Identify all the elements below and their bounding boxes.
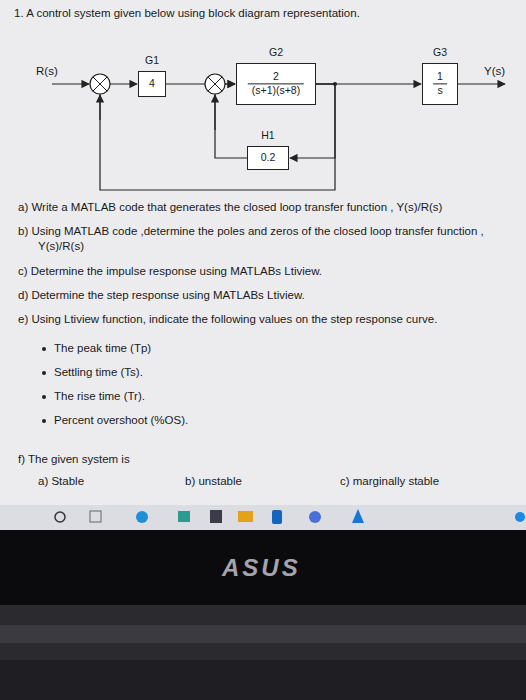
brand-logo: ASUS	[222, 552, 301, 583]
summing-junction	[90, 74, 110, 94]
block-body: 0.2	[257, 151, 280, 164]
block-name: G2	[217, 46, 335, 58]
summing-junction	[205, 74, 225, 94]
answer-option: b) unstable	[185, 474, 242, 489]
question-item: e) Using Ltiview function, indicate the …	[18, 312, 508, 327]
answer-option: c) marginally stable	[340, 474, 439, 489]
output-line	[458, 83, 505, 84]
question-item: d) Determine the step response using MAT…	[18, 288, 508, 303]
feedback-arrow	[99, 95, 100, 120]
block-name: H1	[228, 129, 308, 141]
input-line	[52, 83, 89, 84]
pickoff-point	[333, 82, 337, 86]
numerator: 1	[433, 70, 447, 84]
question-item: f) The given system is	[18, 452, 130, 467]
block-body: 1s	[433, 70, 447, 97]
transfer-block: G22(s+1)(s+8)	[236, 63, 316, 105]
gain-block: G14	[138, 71, 166, 97]
numerator: 2	[248, 70, 304, 84]
taskbar-icons	[55, 509, 525, 524]
block-body: 4	[145, 77, 159, 90]
bullet-item: Settling time (Ts).	[54, 365, 143, 380]
integrator-block: G31s	[422, 63, 458, 105]
feedback-block: H10.2	[247, 146, 289, 170]
block-name: G1	[119, 54, 185, 66]
question-item: b) Using MATLAB code ,determine the pole…	[18, 224, 508, 254]
bullet-dots	[42, 347, 46, 423]
bullet-item: Percent overshoot (%OS).	[54, 413, 188, 428]
question-item: a) Write a MATLAB code that generates th…	[18, 200, 508, 215]
denominator: (s+1)(s+8)	[248, 85, 304, 98]
question-item: c) Determine the impulse response using …	[18, 264, 508, 279]
block-name: G3	[403, 46, 477, 58]
denominator: s	[433, 85, 447, 98]
signal-name: Y(s)	[484, 64, 505, 79]
block-body: 2(s+1)(s+8)	[248, 70, 304, 97]
answer-option: a) Stable	[38, 474, 84, 489]
signal-name: R(s)	[36, 64, 58, 79]
bullet-item: The rise time (Tr).	[54, 389, 145, 404]
feedback-arrow	[214, 95, 215, 130]
bullet-item: The peak time (Tp)	[54, 341, 151, 356]
gain-value: 4	[145, 77, 159, 90]
gain-value: 0.2	[257, 151, 280, 164]
problem-heading: 1. A control system given below using bl…	[14, 6, 360, 21]
